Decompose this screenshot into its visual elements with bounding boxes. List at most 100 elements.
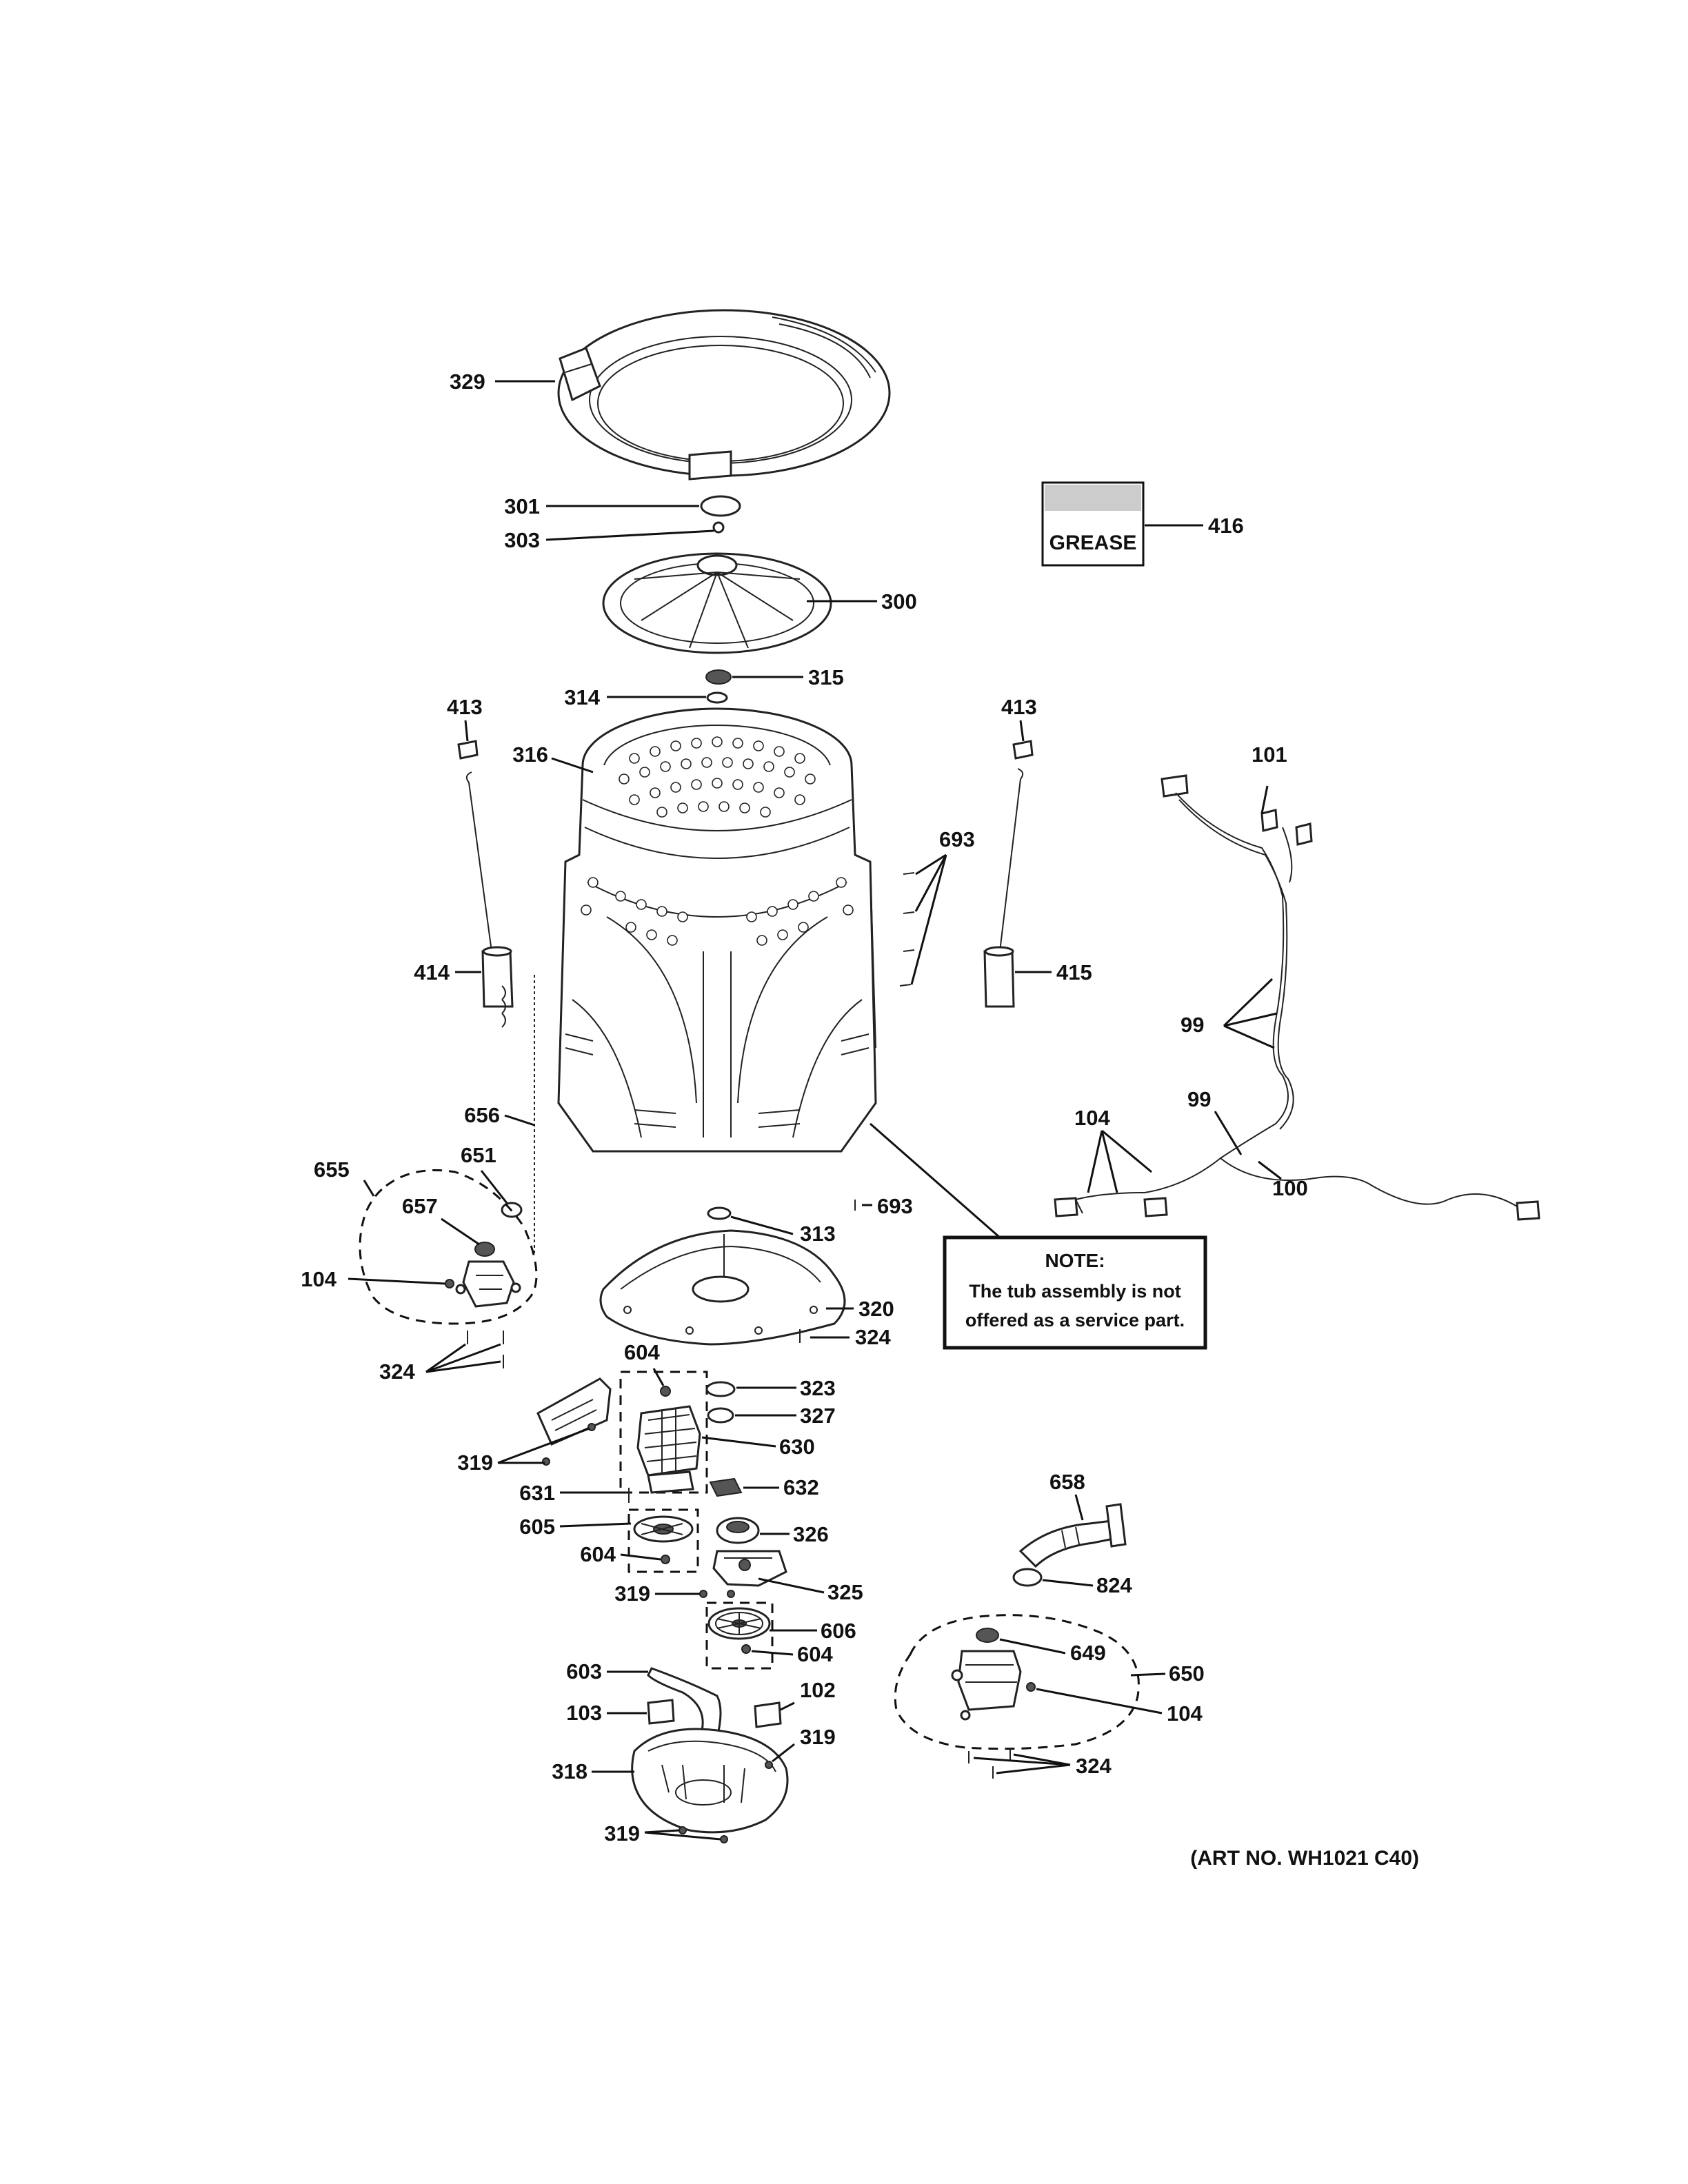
part-656-spring-clip [501,985,506,1028]
group-655-outline [359,1169,538,1325]
leader-649 [999,1638,1066,1655]
part-315-nut [705,669,732,685]
label-104c: 104 [1167,1701,1203,1726]
part-604-nut-top [660,1386,671,1397]
leader-104a-2 [1101,1130,1118,1193]
label-301: 301 [504,494,540,518]
leader-303 [545,529,714,541]
leader-325 [758,1577,825,1594]
label-326: 326 [793,1522,829,1546]
part-303-screw [712,521,725,534]
label-606: 606 [821,1619,856,1643]
label-327: 327 [800,1404,836,1428]
label-319b: 319 [614,1581,650,1606]
label-656: 656 [464,1103,500,1127]
part-824-clamp [1012,1568,1043,1587]
label-103: 103 [566,1701,602,1725]
leader-99a-3 [1223,1024,1275,1049]
part-319-bracket-left [536,1377,612,1466]
part-326-bearing [716,1517,760,1544]
part-655-valve-body [455,1260,521,1308]
part-630-motor-stator [636,1405,701,1494]
leader-101 [1260,785,1269,814]
label-319c: 319 [800,1725,836,1749]
label-300: 300 [881,589,917,614]
label-303: 303 [504,528,540,552]
part-605-rotor [633,1515,694,1543]
leader-693a-3 [910,854,947,985]
label-323: 323 [800,1376,836,1400]
label-824: 824 [1096,1573,1132,1597]
note-title: NOTE: [1045,1250,1105,1271]
part-301-cap [700,495,741,517]
label-99b: 99 [1187,1087,1211,1111]
leader-319c [772,1743,795,1763]
leader-324c-2 [973,1757,1071,1766]
leader-104b [348,1277,446,1285]
part-329-tub-cover [557,309,891,481]
label-605: 605 [519,1515,555,1539]
part-104-screw-right [1026,1682,1036,1692]
label-651: 651 [461,1143,496,1167]
part-327-oring [707,1407,734,1424]
leader-102 [780,1701,795,1711]
label-320: 320 [858,1297,894,1321]
label-314: 314 [564,685,600,709]
leader-693a-2 [914,854,947,912]
leader-319a-2 [497,1427,590,1464]
part-657-valve-cap [474,1242,495,1257]
part-319-screws-mid [699,1590,735,1598]
label-318: 318 [552,1759,587,1783]
part-650-pump-body [951,1650,1022,1721]
part-606-pulley [707,1607,771,1640]
leader-650 [1130,1672,1166,1677]
label-632: 632 [783,1475,819,1499]
art-number: (ART NO. WH1021 C40) [1190,1847,1419,1870]
label-657: 657 [402,1194,438,1218]
label-313: 313 [800,1222,836,1246]
part-319-screw-right [765,1761,773,1769]
label-99a: 99 [1180,1013,1204,1037]
label-650: 650 [1169,1661,1205,1686]
part-413-left-cap [457,740,479,760]
leader-324c-3 [996,1763,1071,1775]
label-604b: 604 [580,1542,616,1566]
leader-693a-1 [915,853,947,876]
part-313-seal-ring [707,1206,732,1220]
leader-99a-2 [1223,1012,1278,1027]
note-line-2: offered as a service part. [965,1310,1185,1331]
label-649: 649 [1070,1641,1106,1665]
leader-651 [480,1170,508,1204]
part-604-nut-mid [661,1555,670,1564]
leader-655 [363,1180,375,1197]
label-104b: 104 [301,1267,336,1291]
part-325-coupler [712,1550,787,1587]
leader-413a [464,720,469,742]
label-329: 329 [450,370,485,394]
leader-104c [1036,1688,1163,1715]
label-414: 414 [414,960,450,984]
group-606-pulley-outline [705,1601,774,1670]
label-324a: 324 [379,1359,415,1384]
leader-104a-3 [1101,1129,1152,1173]
part-104-screw-left [445,1279,454,1288]
part-320-base [599,1229,846,1346]
label-100: 100 [1272,1176,1308,1200]
leader-658 [1074,1494,1084,1521]
part-604-nut-bottom [741,1644,751,1654]
label-604a: 604 [624,1340,660,1364]
part-632-sensor [709,1477,743,1497]
label-324b: 324 [855,1325,891,1349]
leader-604b [620,1553,661,1561]
leader-100 [1258,1160,1282,1180]
group-650-pump-outline [894,1614,1140,1750]
label-101: 101 [1252,742,1287,767]
label-693a: 693 [939,827,975,851]
part-101-wire-harness [1054,774,1540,1221]
part-324-screws-left [467,1331,504,1368]
note-leader [870,1122,1001,1239]
part-415-right-rod [983,768,1024,1008]
leader-413b [1019,720,1025,742]
label-102: 102 [800,1678,836,1702]
